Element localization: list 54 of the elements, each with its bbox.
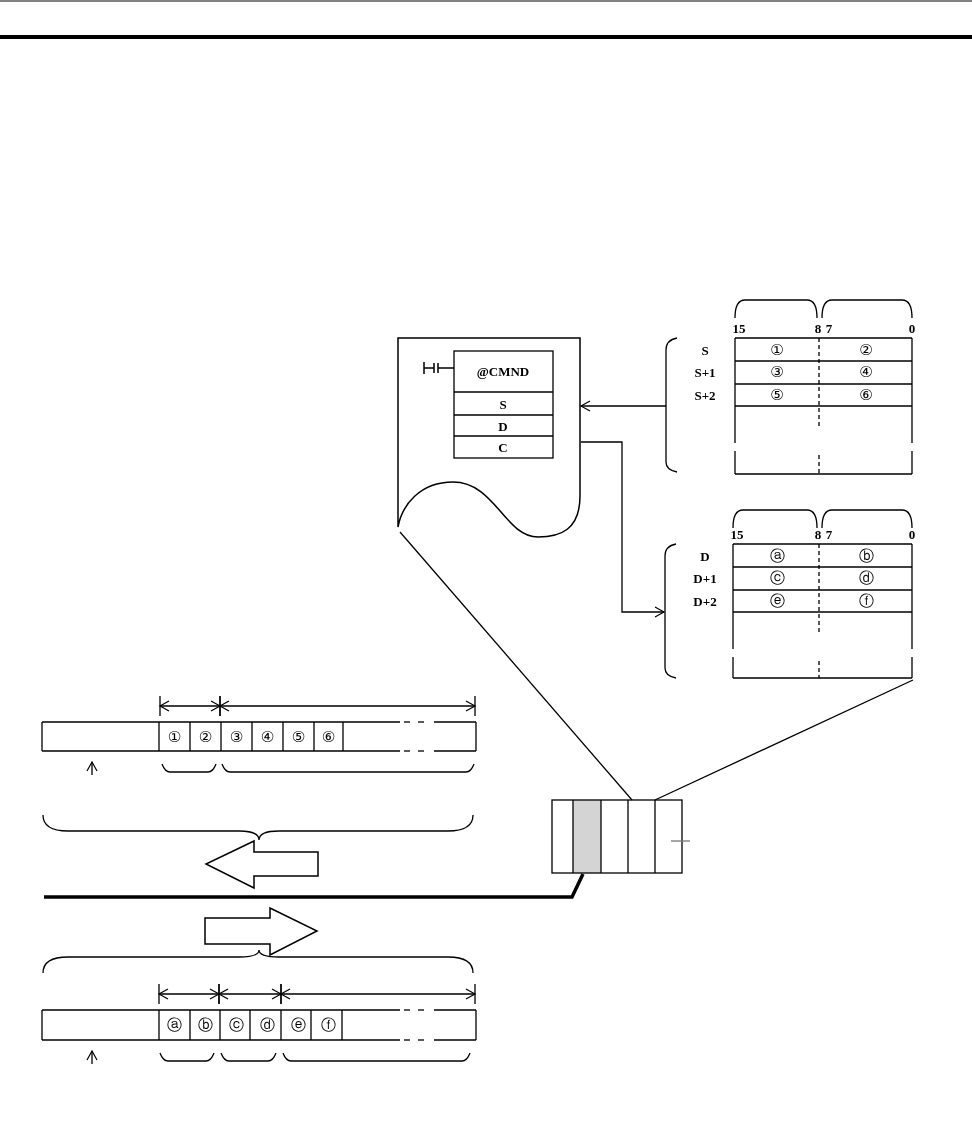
circled-symbol: ⓔ <box>291 1017 306 1033</box>
circled-symbol: ⓓ <box>858 570 874 586</box>
circled-symbol: ⑤ <box>770 387 784 403</box>
circled-symbol: ④ <box>859 364 873 380</box>
word-table <box>664 298 916 476</box>
operand-label: S <box>499 397 507 411</box>
circled-symbol: ⓓ <box>260 1017 275 1033</box>
instruction-block <box>454 351 554 459</box>
circled-symbol: ⓒ <box>229 1017 244 1033</box>
bit-number: 7 <box>825 527 833 541</box>
word-label: S <box>701 343 709 357</box>
circled-symbol: ⓐ <box>167 1017 182 1033</box>
circled-symbol: ⑤ <box>291 729 306 745</box>
word-label: S+1 <box>694 365 716 379</box>
circled-symbol: ⓔ <box>769 593 785 609</box>
program-sheet <box>398 336 582 539</box>
leader-line <box>654 679 914 801</box>
word-table <box>663 508 915 680</box>
instruction-mnemonic: @CMND <box>476 364 530 378</box>
bit-number: 15 <box>730 527 744 541</box>
circled-symbol: ⑥ <box>321 729 336 745</box>
circled-symbol: ⓕ <box>321 1017 336 1033</box>
circled-symbol: ⑥ <box>859 387 873 403</box>
data-frame <box>41 1009 477 1041</box>
circled-symbol: ③ <box>229 729 244 745</box>
word-label: D+2 <box>693 594 717 608</box>
cable-line <box>44 873 585 899</box>
bit-number: 15 <box>732 321 746 335</box>
circled-symbol: ① <box>770 342 784 358</box>
circled-symbol: ⓐ <box>769 548 785 564</box>
plc-unit-drawing <box>552 800 691 874</box>
leader-line <box>399 531 633 801</box>
bit-number: 7 <box>825 321 833 335</box>
circled-symbol: ⓕ <box>858 593 874 609</box>
circled-symbol: ⓑ <box>858 548 874 564</box>
operand-label: C <box>498 440 508 454</box>
data-frame <box>41 721 477 752</box>
word-label: S+2 <box>694 388 716 402</box>
bit-number: 0 <box>908 527 916 541</box>
circled-symbol: ⓑ <box>198 1017 213 1033</box>
arrow <box>580 400 667 412</box>
bit-number: 8 <box>814 527 822 541</box>
word-label: D+1 <box>693 571 717 585</box>
bit-number: 0 <box>908 321 916 335</box>
circled-symbol: ③ <box>770 364 784 380</box>
circled-symbol: ⓒ <box>769 570 785 586</box>
arrow <box>580 441 665 618</box>
circled-symbol: ② <box>859 342 873 358</box>
word-label: D <box>700 549 710 563</box>
operand-label: D <box>498 419 508 433</box>
circled-symbol: ② <box>198 729 213 745</box>
circled-symbol: ① <box>167 729 182 745</box>
circled-symbol: ④ <box>260 729 275 745</box>
bit-number: 8 <box>814 321 822 335</box>
